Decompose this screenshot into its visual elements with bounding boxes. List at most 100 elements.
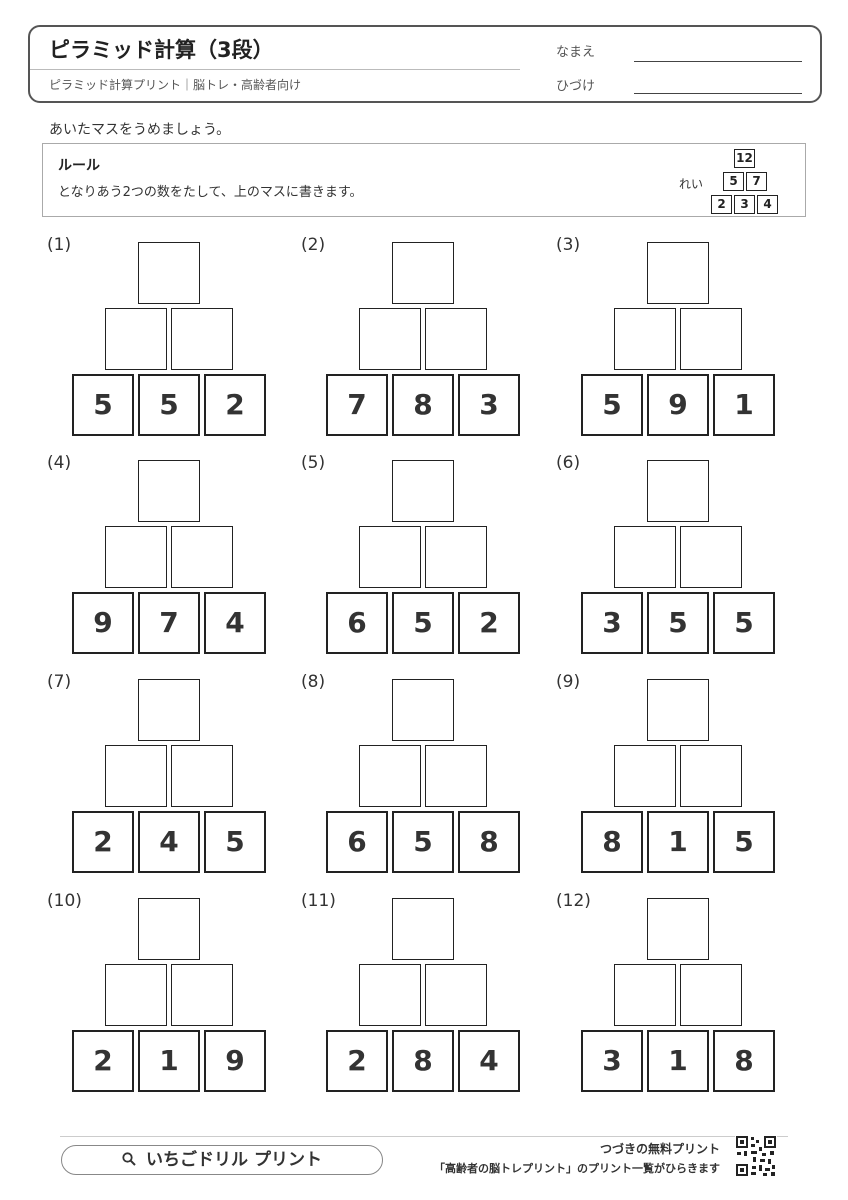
rule-text: となりあう2つの数をたして、上のマスに書きます。: [58, 185, 363, 200]
answer-cell-middle[interactable]: [359, 964, 421, 1026]
answer-cell-top[interactable]: [647, 679, 709, 741]
answer-cell-top[interactable]: [138, 242, 200, 304]
answer-cell-middle[interactable]: [171, 745, 233, 807]
answer-cell-middle[interactable]: [105, 745, 167, 807]
example-middle-cell: 5: [723, 172, 744, 191]
given-number-cell: 8: [581, 811, 643, 873]
page-title: ピラミッド計算（3段）: [49, 38, 274, 62]
date-field[interactable]: [634, 93, 802, 94]
given-number-cell: 5: [72, 374, 134, 436]
given-number-cell: 3: [581, 1030, 643, 1092]
given-number-cell: 8: [458, 811, 520, 873]
answer-cell-middle[interactable]: [105, 308, 167, 370]
problem-number: (9): [556, 672, 581, 692]
answer-cell-middle[interactable]: [680, 964, 742, 1026]
answer-cell-top[interactable]: [392, 898, 454, 960]
rule-title: ルール: [58, 158, 100, 174]
problem-number: (11): [301, 891, 336, 911]
answer-cell-middle[interactable]: [359, 745, 421, 807]
answer-cell-top[interactable]: [138, 898, 200, 960]
answer-cell-top[interactable]: [647, 460, 709, 522]
given-number-cell: 1: [647, 1030, 709, 1092]
answer-cell-middle[interactable]: [680, 308, 742, 370]
page-subtitle: ピラミッド計算プリント｜脳トレ・高齢者向け: [49, 78, 302, 92]
given-number-cell: 7: [138, 592, 200, 654]
answer-cell-middle[interactable]: [171, 526, 233, 588]
answer-cell-top[interactable]: [392, 242, 454, 304]
given-number-cell: 1: [647, 811, 709, 873]
given-number-cell: 5: [713, 592, 775, 654]
answer-cell-middle[interactable]: [614, 964, 676, 1026]
brand-search-button[interactable]: いちごドリル プリント: [61, 1145, 383, 1175]
rule-box: ルール となりあう2つの数をたして、上のマスに書きます。 れい 12 5 7 2…: [42, 143, 806, 217]
answer-cell-middle[interactable]: [425, 308, 487, 370]
worksheet-header: ピラミッド計算（3段） ピラミッド計算プリント｜脳トレ・高齢者向け なまえ ひづ…: [28, 25, 822, 103]
answer-cell-middle[interactable]: [359, 308, 421, 370]
problem-number: (2): [301, 235, 326, 255]
answer-cell-top[interactable]: [647, 242, 709, 304]
given-number-cell: 1: [138, 1030, 200, 1092]
name-label: なまえ: [556, 45, 596, 60]
given-number-cell: 2: [204, 374, 266, 436]
qr-code-icon[interactable]: [735, 1135, 777, 1177]
answer-cell-middle[interactable]: [614, 526, 676, 588]
problem-number: (7): [47, 672, 72, 692]
header-divider: [30, 69, 520, 70]
answer-cell-middle[interactable]: [425, 964, 487, 1026]
date-label: ひづけ: [556, 79, 596, 94]
answer-cell-middle[interactable]: [171, 308, 233, 370]
given-number-cell: 2: [72, 811, 134, 873]
problem-number: (6): [556, 453, 581, 473]
name-field[interactable]: [634, 61, 802, 62]
answer-cell-middle[interactable]: [614, 308, 676, 370]
answer-cell-middle[interactable]: [359, 526, 421, 588]
answer-cell-top[interactable]: [138, 460, 200, 522]
example-middle-cell: 7: [746, 172, 767, 191]
given-number-cell: 4: [138, 811, 200, 873]
given-number-cell: 3: [458, 374, 520, 436]
answer-cell-middle[interactable]: [425, 745, 487, 807]
answer-cell-top[interactable]: [392, 460, 454, 522]
answer-cell-middle[interactable]: [614, 745, 676, 807]
answer-cell-middle[interactable]: [105, 526, 167, 588]
example-label: れい: [679, 177, 704, 191]
given-number-cell: 4: [458, 1030, 520, 1092]
given-number-cell: 6: [326, 592, 388, 654]
given-number-cell: 6: [326, 811, 388, 873]
instruction-text: あいたマスをうめましょう。: [49, 122, 231, 138]
problem-number: (3): [556, 235, 581, 255]
problem-number: (12): [556, 891, 591, 911]
given-number-cell: 5: [581, 374, 643, 436]
answer-cell-top[interactable]: [138, 679, 200, 741]
given-number-cell: 5: [713, 811, 775, 873]
given-number-cell: 8: [392, 1030, 454, 1092]
answer-cell-middle[interactable]: [680, 745, 742, 807]
footer-divider: [60, 1136, 788, 1137]
given-number-cell: 7: [326, 374, 388, 436]
answer-cell-middle[interactable]: [425, 526, 487, 588]
answer-cell-top[interactable]: [392, 679, 454, 741]
given-number-cell: 5: [647, 592, 709, 654]
given-number-cell: 5: [204, 811, 266, 873]
given-number-cell: 5: [138, 374, 200, 436]
example-bottom-cell: 4: [757, 195, 778, 214]
given-number-cell: 1: [713, 374, 775, 436]
answer-cell-middle[interactable]: [680, 526, 742, 588]
problem-number: (8): [301, 672, 326, 692]
answer-cell-middle[interactable]: [105, 964, 167, 1026]
given-number-cell: 9: [204, 1030, 266, 1092]
given-number-cell: 5: [392, 811, 454, 873]
answer-cell-top[interactable]: [647, 898, 709, 960]
given-number-cell: 3: [581, 592, 643, 654]
answer-cell-middle[interactable]: [171, 964, 233, 1026]
next-prints-label: つづきの無料プリント: [599, 1142, 720, 1156]
